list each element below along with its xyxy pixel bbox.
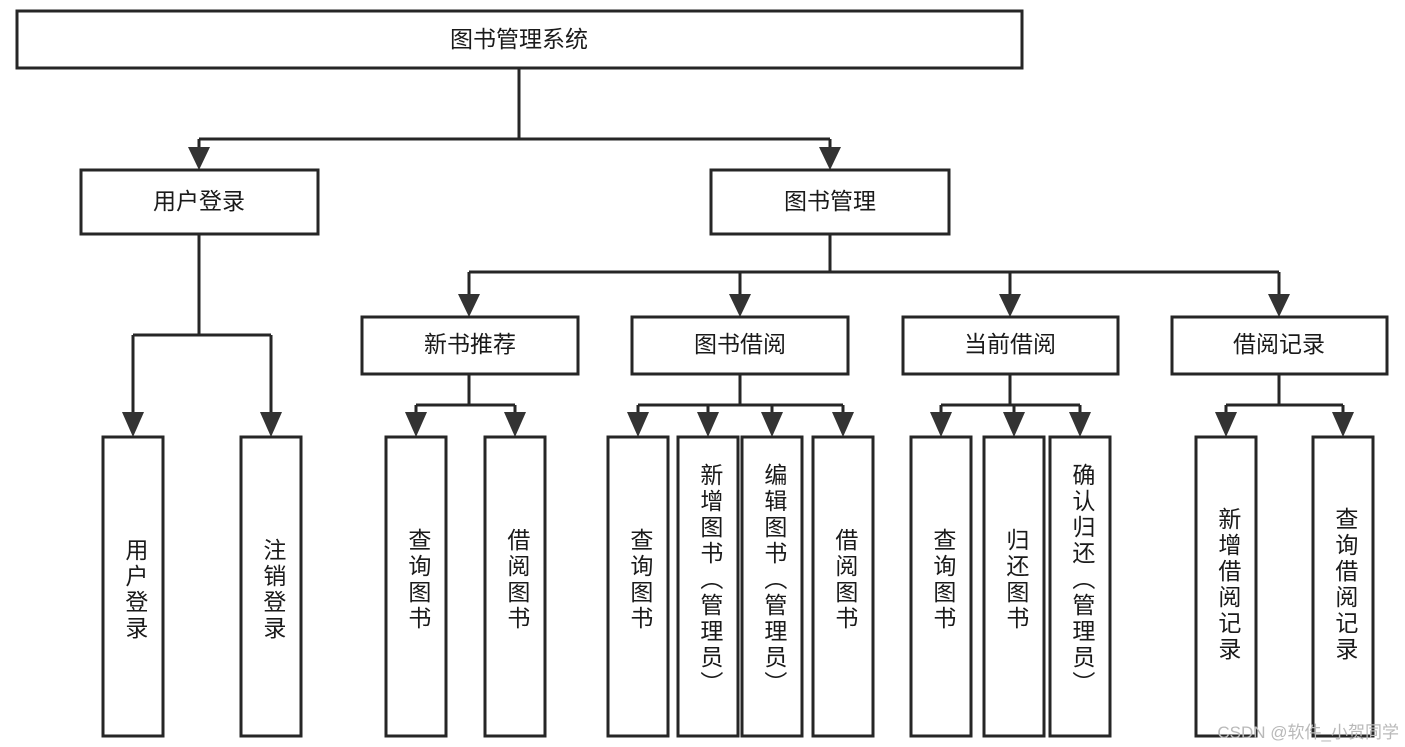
node-leaf-query-book-2-label: 查询图书 <box>627 528 654 632</box>
node-leaf-query-book-1[interactable]: 查询图书 <box>384 435 448 738</box>
arrowhead-leaf-edit-book-admin <box>761 412 783 437</box>
node-borrow-record-box[interactable] <box>1170 315 1389 376</box>
node-leaf-add-book-admin-label: 新增图书（管理员） <box>697 463 724 697</box>
node-new-book-recommend-label: 新书推荐 <box>424 331 516 357</box>
node-leaf-add-borrow-record-box[interactable] <box>1194 435 1258 738</box>
node-leaf-borrow-book-1[interactable]: 借阅图书 <box>483 435 547 738</box>
node-leaf-borrow-book-2-label: 借阅图书 <box>832 528 859 632</box>
node-leaf-user-logout-box[interactable] <box>239 435 303 738</box>
arrowhead-leaf-confirm-return-admin <box>1069 412 1091 437</box>
node-root-box[interactable] <box>15 9 1024 70</box>
node-leaf-borrow-book-1-label: 借阅图书 <box>504 528 531 632</box>
csdn-watermark: CSDN @软件_小贺同学 <box>1217 723 1399 742</box>
node-root[interactable]: 图书管理系统 <box>15 9 1024 70</box>
arrowhead-borrow-record <box>1268 294 1290 317</box>
node-leaf-user-login[interactable]: 用户登录 <box>101 435 165 738</box>
node-user-login-label: 用户登录 <box>153 188 245 214</box>
node-borrow-record-label: 借阅记录 <box>1233 331 1325 357</box>
node-leaf-confirm-return-admin[interactable]: 确认归还（管理员） <box>1048 435 1112 738</box>
node-leaf-query-book-2[interactable]: 查询图书 <box>606 435 670 738</box>
node-leaf-query-borrow-record-box[interactable] <box>1311 435 1375 738</box>
node-leaf-return-book-label: 归还图书 <box>1003 528 1030 632</box>
node-leaf-borrow-book-2-box[interactable] <box>811 435 875 738</box>
node-current-borrow-box[interactable] <box>901 315 1120 376</box>
node-new-book-recommend-box[interactable] <box>360 315 580 376</box>
arrowhead-book-management <box>819 147 841 170</box>
node-leaf-user-login-box[interactable] <box>101 435 165 738</box>
connector-layer <box>122 68 1354 437</box>
node-leaf-query-borrow-record[interactable]: 查询借阅记录 <box>1311 435 1375 738</box>
node-book-borrow-box[interactable] <box>630 315 850 376</box>
node-leaf-query-book-3[interactable]: 查询图书 <box>909 435 973 738</box>
node-user-login-box[interactable] <box>79 168 320 236</box>
node-leaf-query-book-3-label: 查询图书 <box>930 528 957 632</box>
node-leaf-add-borrow-record[interactable]: 新增借阅记录 <box>1194 435 1258 738</box>
arrowhead-leaf-query-book-3 <box>930 412 952 437</box>
node-leaf-edit-book-admin-box[interactable] <box>740 435 804 738</box>
node-leaf-return-book[interactable]: 归还图书 <box>982 435 1046 738</box>
node-leaf-add-book-admin[interactable]: 新增图书（管理员） <box>676 435 740 738</box>
node-leaf-edit-book-admin-label: 编辑图书（管理员） <box>761 463 788 697</box>
node-book-borrow[interactable]: 图书借阅 <box>630 315 850 376</box>
arrowhead-leaf-add-borrow-record <box>1215 412 1237 437</box>
arrowhead-leaf-borrow-book-2 <box>832 412 854 437</box>
node-leaf-query-book-2-box[interactable] <box>606 435 670 738</box>
arrowhead-user-login <box>188 147 210 170</box>
node-leaf-confirm-return-admin-label: 确认归还（管理员） <box>1069 463 1096 697</box>
node-leaf-add-borrow-record-label: 新增借阅记录 <box>1215 507 1242 663</box>
node-borrow-record[interactable]: 借阅记录 <box>1170 315 1389 376</box>
node-leaf-confirm-return-admin-box[interactable] <box>1048 435 1112 738</box>
node-current-borrow[interactable]: 当前借阅 <box>901 315 1120 376</box>
node-leaf-user-logout-label: 注销登录 <box>260 538 287 642</box>
node-book-management-label: 图书管理 <box>784 188 876 214</box>
arrowhead-current-borrow <box>999 294 1021 317</box>
node-book-management[interactable]: 图书管理 <box>709 168 951 236</box>
node-leaf-user-login-label: 用户登录 <box>122 538 149 642</box>
node-leaf-edit-book-admin[interactable]: 编辑图书（管理员） <box>740 435 804 738</box>
node-leaf-query-borrow-record-label: 查询借阅记录 <box>1332 507 1359 663</box>
node-leaf-user-logout[interactable]: 注销登录 <box>239 435 303 738</box>
arrowhead-leaf-borrow-book-1 <box>504 412 526 437</box>
node-leaf-query-book-3-box[interactable] <box>909 435 973 738</box>
arrowhead-new-book-recommend <box>458 294 480 317</box>
arrowhead-leaf-query-book-1 <box>405 412 427 437</box>
node-leaf-borrow-book-1-box[interactable] <box>483 435 547 738</box>
arrowhead-leaf-query-book-2 <box>627 412 649 437</box>
arrowhead-leaf-user-login <box>122 412 144 437</box>
node-current-borrow-label: 当前借阅 <box>964 331 1056 357</box>
node-new-book-recommend[interactable]: 新书推荐 <box>360 315 580 376</box>
arrowhead-leaf-return-book <box>1003 412 1025 437</box>
node-user-login[interactable]: 用户登录 <box>79 168 320 236</box>
node-leaf-borrow-book-2[interactable]: 借阅图书 <box>811 435 875 738</box>
node-root-label: 图书管理系统 <box>450 26 588 52</box>
node-leaf-add-book-admin-box[interactable] <box>676 435 740 738</box>
node-book-borrow-label: 图书借阅 <box>694 331 786 357</box>
node-leaf-query-book-1-label: 查询图书 <box>405 528 432 632</box>
arrowhead-leaf-query-borrow-record <box>1332 412 1354 437</box>
node-leaf-query-book-1-box[interactable] <box>384 435 448 738</box>
arrowhead-leaf-user-logout <box>260 412 282 437</box>
arrowhead-leaf-add-book-admin <box>697 412 719 437</box>
node-leaf-return-book-box[interactable] <box>982 435 1046 738</box>
node-book-management-box[interactable] <box>709 168 951 236</box>
arrowhead-book-borrow <box>729 294 751 317</box>
